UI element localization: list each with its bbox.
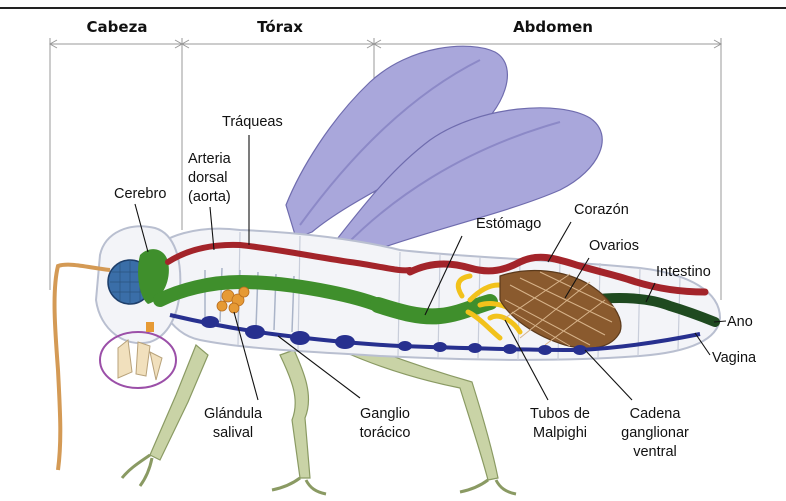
section-abdomen-label: Abdomen — [513, 18, 593, 36]
label-cerebro: Cerebro — [114, 186, 166, 202]
label-glandula-1: Glándula — [204, 406, 263, 422]
label-cadena-1: Cadena — [630, 406, 682, 422]
label-estomago: Estómago — [476, 216, 541, 232]
label-traqueas: Tráqueas — [222, 114, 283, 130]
label-arteria-1: Arteria — [188, 151, 232, 167]
label-ano: Ano — [727, 314, 753, 330]
mouthparts — [118, 340, 162, 380]
middle-foot — [272, 478, 326, 494]
label-corazon: Corazón — [574, 202, 629, 218]
label-intestino: Intestino — [656, 264, 711, 280]
label-vagina: Vagina — [712, 350, 757, 366]
label-ganglio-2: torácico — [360, 425, 411, 441]
label-arteria-3: (aorta) — [188, 189, 231, 205]
section-head-label: Cabeza — [87, 18, 148, 36]
hind-foot — [460, 480, 516, 494]
middle-leg — [280, 350, 310, 478]
label-tubos-1: Tubos de — [530, 406, 590, 422]
label-ovarios: Ovarios — [589, 238, 639, 254]
label-cadena-3: ventral — [633, 444, 677, 460]
mouth-orange — [146, 322, 154, 332]
label-glandula-2: salival — [213, 425, 253, 441]
label-ganglio-1: Ganglio — [360, 406, 410, 422]
legs — [122, 340, 516, 494]
section-thorax-label: Tórax — [257, 18, 303, 36]
front-foot — [122, 455, 152, 486]
label-cadena-2: ganglionar — [621, 425, 689, 441]
label-arteria-2: dorsal — [188, 170, 228, 186]
label-tubos-2: Malpighi — [533, 425, 587, 441]
wings — [286, 46, 602, 252]
